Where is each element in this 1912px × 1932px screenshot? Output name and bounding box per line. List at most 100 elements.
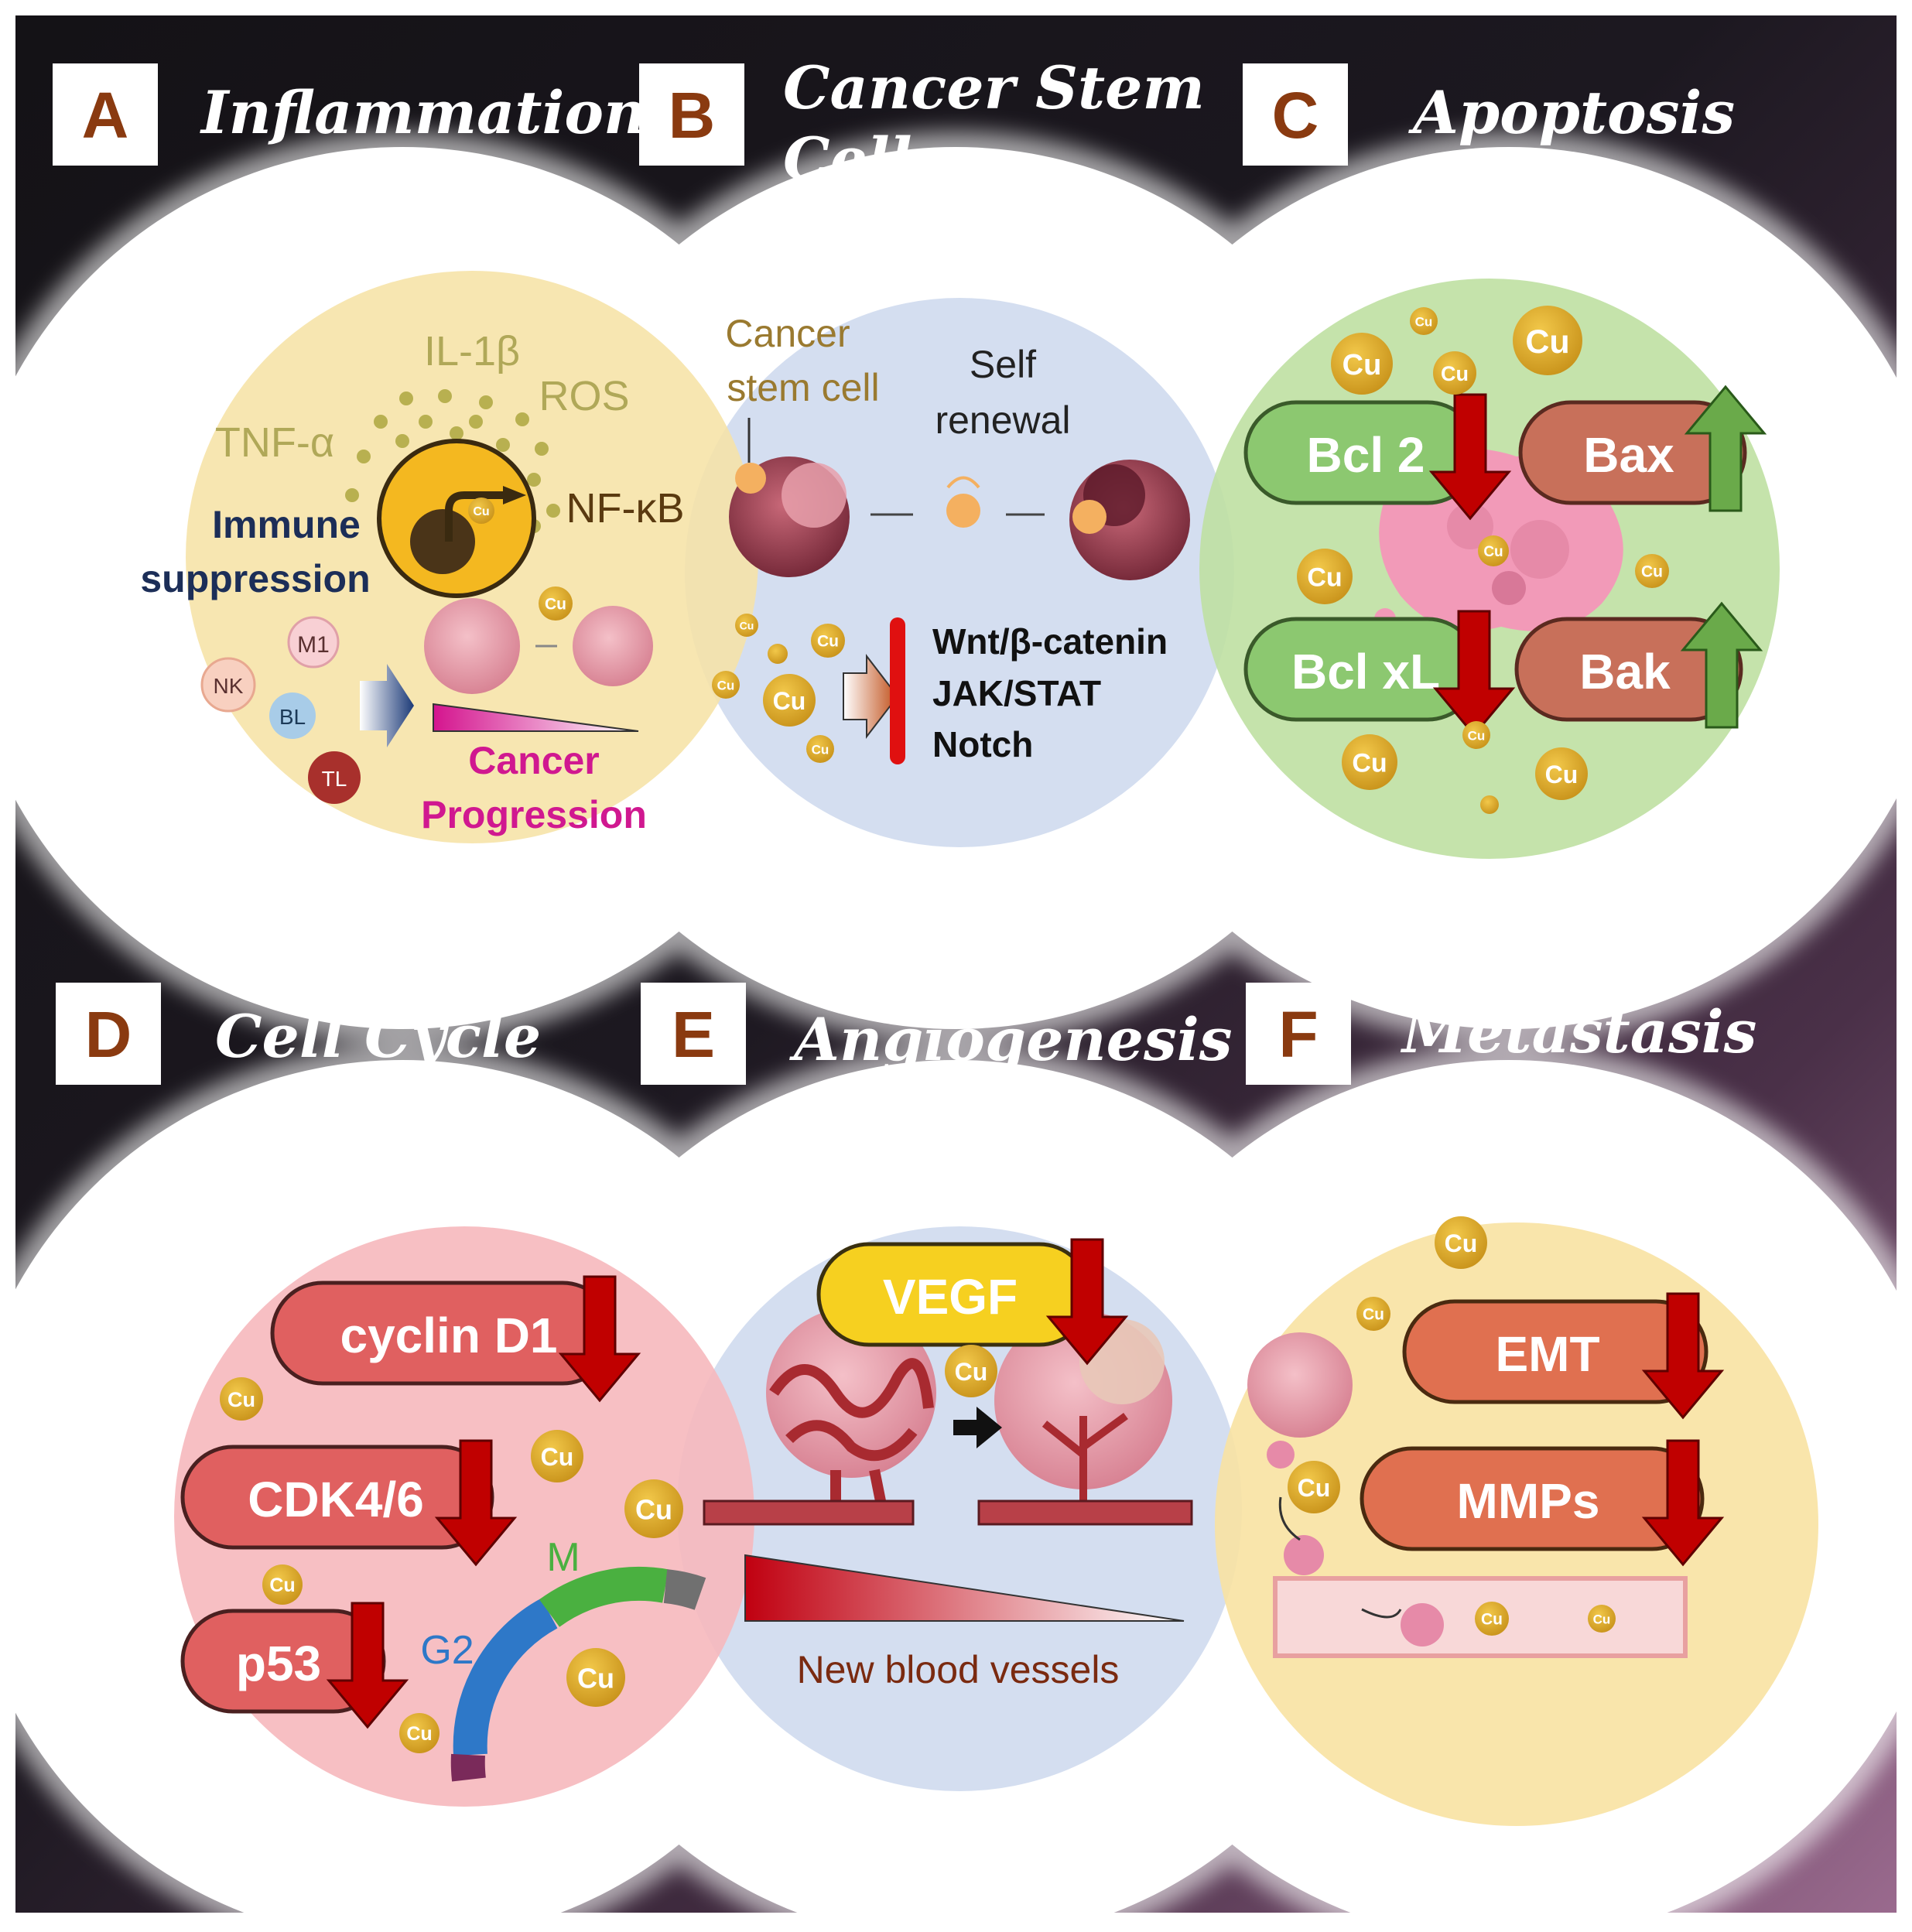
down-arrow-icon (1045, 1238, 1129, 1366)
title-metastasis: Metastasis (1400, 997, 1756, 1066)
cu-label: Cu (1525, 323, 1569, 361)
cu-particles (1297, 306, 1669, 814)
progression-wedge (433, 703, 639, 732)
cu-label: Cu (1445, 1229, 1478, 1257)
panel-e-header: E Angiogenesis (641, 983, 1232, 1085)
tumor (1247, 1332, 1353, 1438)
title-angiogenesis: Angiogenesis (789, 1005, 1232, 1074)
down-arrow-icon (434, 1439, 518, 1567)
title-inflammation: Inflammation (200, 78, 646, 147)
panel-a-header: A Inflammation (53, 63, 646, 166)
suppression-label: suppression (140, 557, 370, 600)
panel-f-header: F Metastasis (1246, 983, 1756, 1085)
cu-label: Cu (773, 687, 806, 715)
cu-small (468, 498, 494, 524)
new-vessels-label: New blood vessels (797, 1648, 1120, 1691)
letter-b: B (669, 79, 716, 152)
down-arrow-icon (326, 1602, 409, 1729)
cu-label: Cu (577, 1662, 614, 1694)
cu-label: Cu (1415, 314, 1433, 329)
inhibition-bar (890, 617, 905, 764)
letter-e: E (672, 998, 715, 1071)
nfkb-path (445, 491, 507, 542)
letter-box-e (641, 983, 746, 1085)
pathway-wnt: Wnt/β-catenin (932, 621, 1168, 662)
panel-c-header: C Apoptosis (1243, 63, 1735, 166)
mmps-label: MMPs (1457, 1473, 1600, 1529)
g2-arc (453, 1598, 558, 1756)
black-arrow (953, 1407, 1002, 1448)
cu-label: Cu (717, 678, 735, 692)
progression-label: Progression (421, 793, 647, 836)
immune-label: Immune (212, 503, 361, 546)
nfkb-label: NF-κB (566, 485, 685, 532)
letter-f: F (1278, 998, 1318, 1071)
phase-g2: G2 (420, 1628, 474, 1673)
tumor-small (573, 606, 653, 686)
bcl2-label: Bcl 2 (1307, 427, 1425, 483)
panel-inflammation: IL-1β ROS TNF-α NF-κB Immune suppression… (140, 328, 684, 836)
self-label: Self (970, 343, 1036, 386)
nk-label: NK (214, 674, 244, 698)
blue-arrow (360, 664, 414, 747)
cu-label: Cu (1593, 1612, 1611, 1626)
bak-pill (1514, 617, 1743, 722)
cu-small (539, 586, 573, 621)
bax-label: Bax (1583, 427, 1674, 483)
cu-particle (945, 1345, 997, 1397)
mmps-pill (1360, 1446, 1705, 1551)
circulating-cell (1401, 1603, 1444, 1646)
cu-particles (220, 1377, 683, 1753)
pathway-notch: Notch (932, 724, 1033, 764)
cu-label: Cu (740, 619, 754, 631)
letter-box-c (1243, 63, 1348, 166)
cu-label: Cu (541, 1443, 574, 1471)
cu-label: Cu (1441, 362, 1469, 385)
down-arrow-icon (558, 1275, 641, 1403)
renewing-cell (946, 494, 980, 528)
cdk-label: CDK4/6 (248, 1472, 424, 1527)
cu-label: Cu (1468, 728, 1486, 743)
bclxl-label: Bcl xL (1291, 644, 1440, 699)
panel-d-header: D Cell Cycle (56, 983, 541, 1085)
il1b-label: IL-1β (424, 328, 520, 374)
title-cells: Cells (783, 125, 945, 193)
letter-box-d (56, 983, 161, 1085)
cu-label: Cu (1481, 1611, 1503, 1629)
bl-cell (269, 692, 316, 739)
cytokine-dots (345, 389, 560, 533)
down-arrow-icon (1432, 610, 1516, 737)
cu-label: Cu (1343, 349, 1382, 381)
panel-cell-cycle: cyclin D1 CDK4/6 p53 M G2 (180, 1275, 706, 1782)
nk-cell (200, 657, 256, 713)
down-arrow-icon (1641, 1292, 1725, 1420)
emt-pill (1402, 1299, 1708, 1404)
blood-vessel (977, 1499, 1193, 1526)
title-cell-cycle: Cell Cycle (215, 1002, 541, 1071)
panel-angiogenesis: VEGF New blood vessels (703, 1238, 1193, 1691)
csc-label: Cancer (725, 312, 850, 355)
tnfa-label: TNF-α (215, 419, 334, 466)
cu-label: Cu (1352, 749, 1387, 778)
cu-label: Cu (1363, 1306, 1384, 1324)
cu-label: Cu (812, 742, 829, 757)
tl-label: TL (322, 767, 347, 791)
letter-box-f (1246, 983, 1351, 1085)
letter-box-b (639, 63, 744, 166)
cu-label: Cu (1641, 563, 1663, 581)
cell-nucleus (410, 509, 475, 574)
m-arc (539, 1566, 669, 1627)
letter-d: D (85, 998, 132, 1071)
title-cancer-stem: Cancer Stem (783, 53, 1205, 122)
panel-b-header: B Cancer Stem Cells (639, 53, 1205, 193)
cu-particles (1288, 1216, 1616, 1636)
ros-label: ROS (539, 373, 629, 419)
cu-label: Cu (1545, 761, 1579, 788)
stem-cell-circle (685, 298, 1234, 847)
emt-label: EMT (1495, 1326, 1599, 1382)
cancer-label: Cancer (468, 739, 600, 782)
cu-label: Cu (817, 633, 839, 651)
